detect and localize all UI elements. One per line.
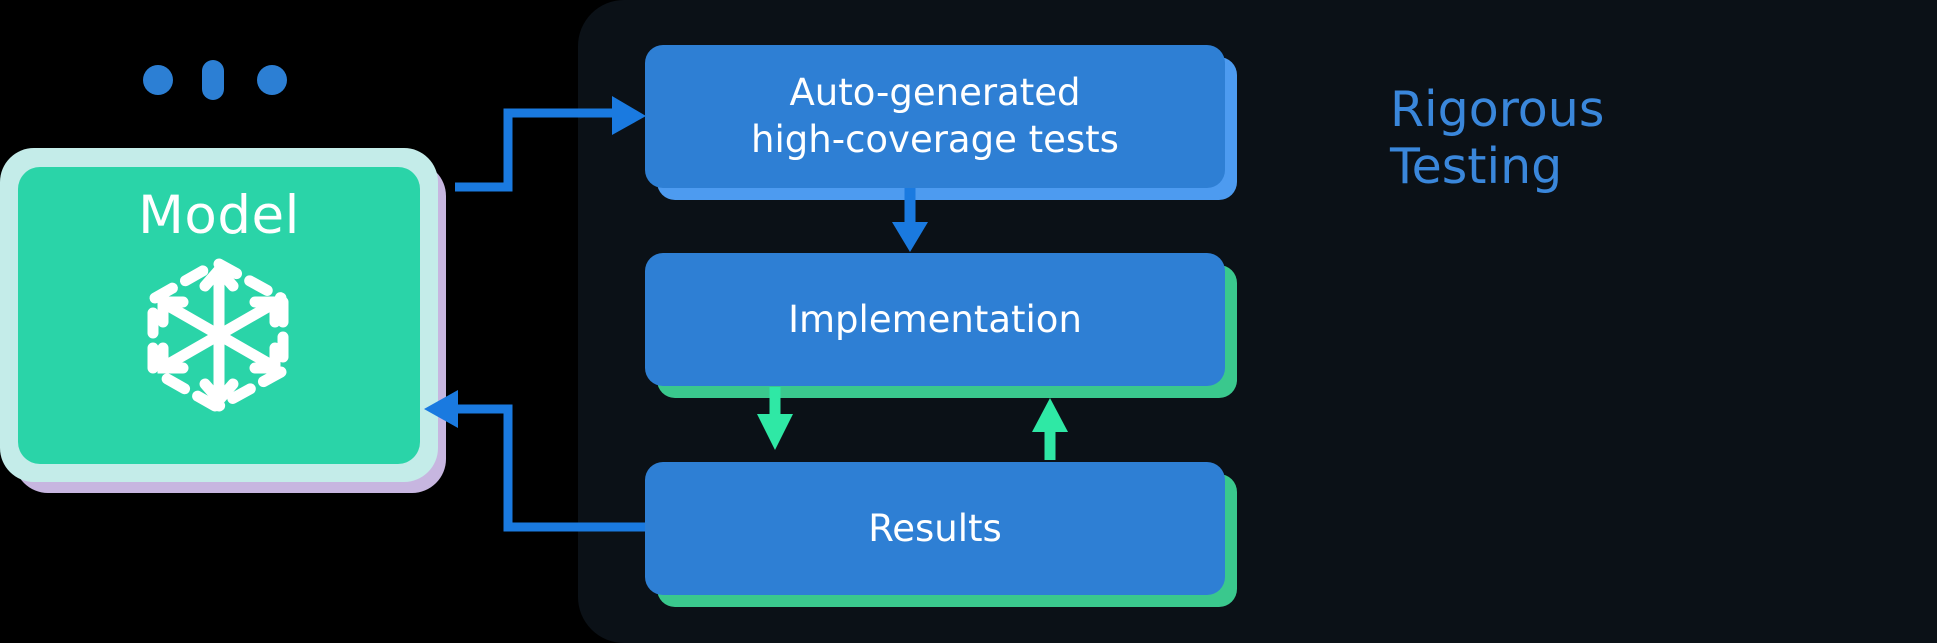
dot-pill-center [202,60,224,100]
decorative-dots [143,60,288,104]
node-tests-label-line2: high-coverage tests [751,117,1119,161]
hexagon-nodes-icon [139,250,299,422]
model-card-frame: Model [0,148,438,482]
node-implementation[interactable]: Implementation [645,253,1225,386]
model-card-body: Model [18,167,420,464]
node-results[interactable]: Results [645,462,1225,595]
node-results-label: Results [868,507,1002,550]
node-tests-label-line1: Auto-generated [789,71,1081,115]
section-title-line2: Testing [1390,137,1563,195]
dot-circle-right [257,65,287,95]
model-card[interactable]: Model [0,148,446,493]
model-label: Model [138,185,300,246]
section-title-line1: Rigorous [1390,81,1605,138]
node-auto-generated-tests[interactable]: Auto-generated high-coverage tests [645,45,1225,188]
node-impl-label: Implementation [788,298,1082,341]
section-title: Rigorous Testing [1390,81,1810,196]
dot-circle-left [143,65,173,95]
